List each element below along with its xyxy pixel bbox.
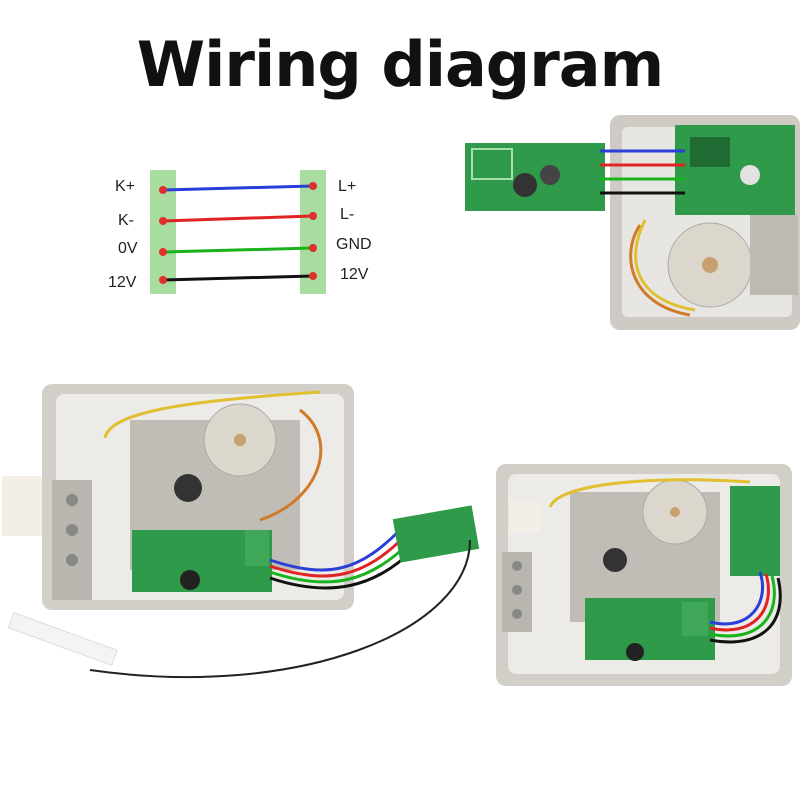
wiring-schematic: K+ K- 0V 12V L+ L- GND 12V (100, 160, 400, 300)
left-terminal-label-4: 12V (108, 274, 137, 291)
antenna-wire (89, 539, 471, 678)
antenna (7, 612, 118, 666)
module-connection-photo (465, 115, 800, 330)
right-terminal-dot-4 (309, 272, 317, 280)
right-terminal-dot-2 (309, 212, 317, 220)
right-terminal-label-1: L+ (338, 178, 357, 195)
right-terminal-dot-1 (309, 182, 317, 190)
left-terminal-label-2: K- (118, 212, 134, 229)
left-terminal-dot-3 (159, 248, 167, 256)
left-terminal-dot-1 (159, 186, 167, 194)
wire-3 (162, 246, 314, 254)
wireless-module (392, 505, 480, 563)
wiring-schematic-svg (150, 170, 326, 294)
wireless-module (730, 486, 780, 576)
wireless-module (465, 143, 605, 211)
left-terminal-label-3: 0V (118, 240, 138, 257)
page-title: Wiring diagram (136, 28, 664, 101)
lock-assembly-photo-right (496, 464, 792, 686)
wire-4 (162, 274, 314, 282)
lock-assembly-photo-left (2, 384, 480, 678)
right-terminal-label-4: 12V (340, 266, 369, 283)
wire-2 (162, 214, 314, 223)
left-terminal-dot-2 (159, 217, 167, 225)
right-terminal-label-2: L- (340, 206, 355, 223)
right-terminal-dot-3 (309, 244, 317, 252)
left-terminal-dot-4 (159, 276, 167, 284)
wire-1 (162, 184, 314, 192)
right-terminal-label-3: GND (336, 236, 372, 253)
left-terminal-label-1: K+ (115, 178, 136, 195)
